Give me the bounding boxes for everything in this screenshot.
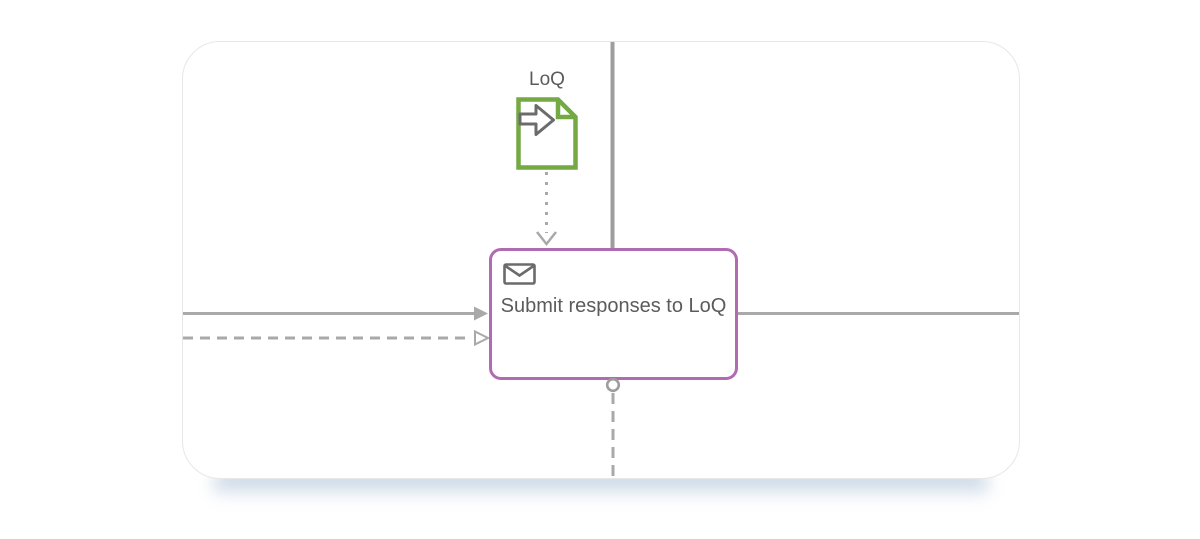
input-arrow-icon	[518, 104, 555, 136]
data-object-label: LoQ	[529, 69, 565, 90]
data-object-node[interactable]	[516, 97, 578, 170]
diagram-card: LoQ Submit responses to LoQ	[182, 41, 1020, 479]
incoming-message-flow-arrowhead-icon	[474, 329, 491, 347]
data-association-arrowhead-icon	[536, 231, 557, 247]
data-input-document-icon	[516, 97, 578, 170]
connector-lines-layer	[183, 42, 1019, 347]
task-submit-responses[interactable]: Submit responses to LoQ	[489, 248, 738, 380]
incoming-sequence-flow-arrowhead-icon	[474, 306, 488, 321]
task-label: Submit responses to LoQ	[500, 295, 727, 317]
message-envelope-icon	[503, 263, 536, 285]
